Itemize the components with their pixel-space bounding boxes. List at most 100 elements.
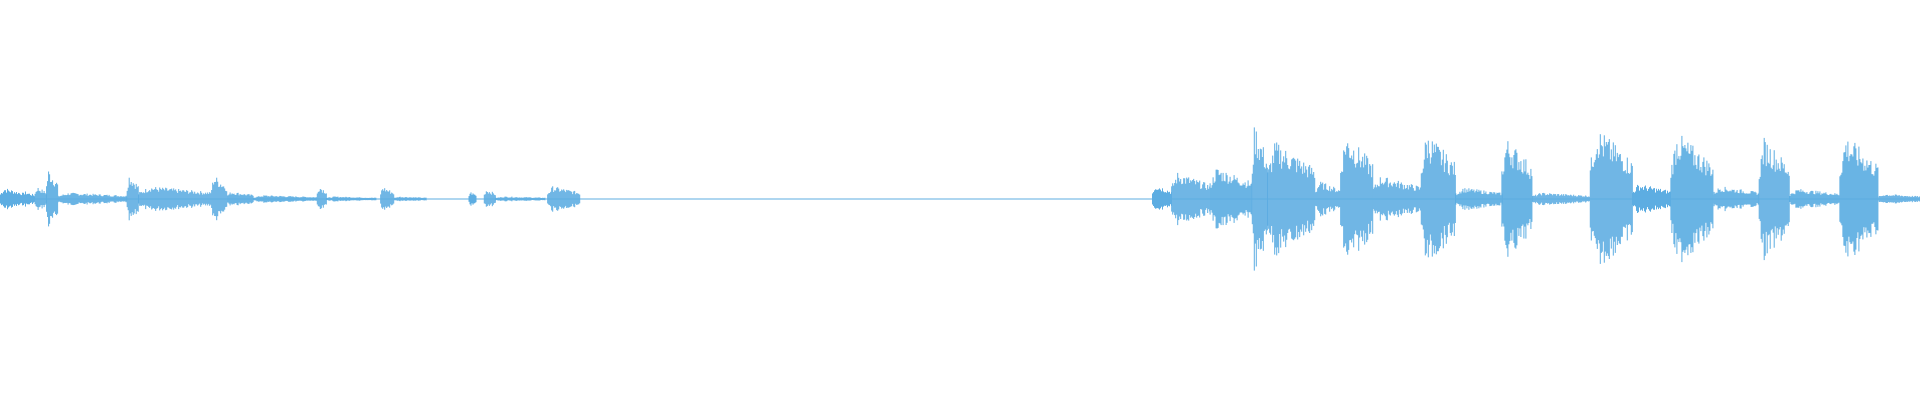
waveform-sample-bar [1211,185,1213,213]
waveform-sample-bar [222,186,224,212]
waveform-sample-bar [1570,194,1572,204]
waveform-sample-bar [1358,147,1360,251]
waveform-sample-bar [569,190,571,208]
waveform-sample-bar [189,192,191,206]
waveform-sample-bar [470,192,472,206]
waveform-sample-bar [1374,184,1376,214]
waveform-sample-bar [1160,189,1161,209]
waveform-sample-bar [145,189,147,210]
waveform-sample-bar [109,196,111,202]
waveform-sample-bar [247,194,249,204]
waveform-sample-bar [1673,153,1675,245]
waveform-sample-bar [1895,194,1897,204]
waveform-sample-bar [531,198,533,200]
waveform-sample-bar [1729,190,1731,208]
waveform-sample-bar [1155,189,1156,209]
waveform-sample-bar [1614,145,1616,253]
waveform-sample-bar [1181,184,1183,214]
waveform-sample-bar [238,195,240,203]
waveform-sample-bar [1700,167,1702,232]
waveform-sample-bar [139,192,141,206]
waveform-sample-bar [420,197,422,200]
waveform-sample-bar [1238,183,1240,215]
waveform-sample-bar [1418,189,1420,209]
waveform-sample-bar [398,197,400,201]
waveform-sample-bar [176,191,178,207]
waveform-bars [0,127,1920,271]
waveform-sample-bar [411,197,413,201]
waveform-sample-bar [1452,174,1454,224]
waveform-sample-bar [46,186,48,212]
waveform-sample-bar [1194,181,1196,217]
waveform-sample-bar [1176,183,1178,215]
waveform-sample-bar [111,196,113,202]
waveform-sample-bar [1236,177,1238,221]
waveform-sample-bar [1183,178,1185,220]
waveform-sample-bar [85,195,87,203]
waveform-sample-bar [119,196,121,202]
waveform-sample-bar [502,197,504,201]
waveform-sample-bar [175,189,177,209]
waveform-sample-bar [1671,164,1673,233]
waveform-sample-bar [1708,163,1710,235]
waveform-sample-bar [1214,181,1216,217]
waveform-sample-bar [1340,173,1342,225]
waveform-sample-bar [1493,192,1495,206]
waveform-sample-bar [108,194,110,203]
waveform-sample-bar [1279,164,1281,234]
waveform-sample-bar [1747,193,1749,205]
waveform-sample-bar [1859,159,1861,239]
waveform-sample-bar [152,189,154,209]
waveform-sample-bar [1156,189,1157,209]
waveform-sample-bar [236,193,238,205]
waveform-sample-bar [38,190,40,208]
waveform-sample-bar [1216,169,1218,229]
waveform-sample-bar [1788,175,1790,223]
waveform-sample-bar [1152,193,1153,205]
waveform-sample-bar [1690,145,1692,253]
waveform-sample-bar [1575,195,1577,203]
waveform-sample-bar [1245,188,1247,210]
waveform-sample-bar [423,197,425,201]
waveform-sample-bar [194,191,196,207]
waveform-sample-bar [552,186,554,212]
waveform-sample-bar [1545,195,1547,203]
waveform-sample-bar [1514,150,1516,248]
waveform-sample-bar [262,196,264,202]
waveform-sample-bar [1196,180,1198,218]
waveform-sample-bar [1833,194,1835,204]
waveform-sample-bar [142,193,144,205]
waveform-sample-bar [273,196,275,202]
waveform-sample-bar [1667,190,1668,208]
waveform-sample-bar [1166,192,1167,206]
waveform-sample-bar [28,193,29,205]
waveform-sample-bar [1640,187,1641,211]
waveform-sample-bar [1622,171,1624,227]
waveform-sample-bar [474,194,476,204]
waveform-sample-bar [1693,165,1695,233]
waveform-sample-bar [106,194,108,204]
waveform-sample-bar [517,197,519,201]
waveform-sample-bar [1472,190,1474,208]
waveform-sample-bar [1894,194,1896,204]
waveform-sample-bar [1832,194,1834,204]
waveform-sample-bar [47,181,49,217]
waveform-sample-bar [1338,190,1340,208]
waveform-sample-bar [550,191,552,207]
waveform-sample-bar [491,191,493,207]
waveform-sample-bar [96,195,98,203]
waveform-sample-bar [1669,191,1670,207]
waveform-sample-bar [1478,189,1480,209]
waveform-sample-bar [23,196,24,202]
waveform-sample-bar [230,194,232,204]
waveform-sample-bar [544,197,546,201]
waveform-sample-bar [418,197,420,201]
waveform-sample-bar [1223,180,1225,218]
waveform-sample-bar [0,194,1,204]
waveform-sample-bar [343,197,345,201]
waveform-sample-bar [165,187,167,211]
waveform-sample-bar [1871,174,1873,224]
waveform-sample-bar [1820,194,1822,204]
